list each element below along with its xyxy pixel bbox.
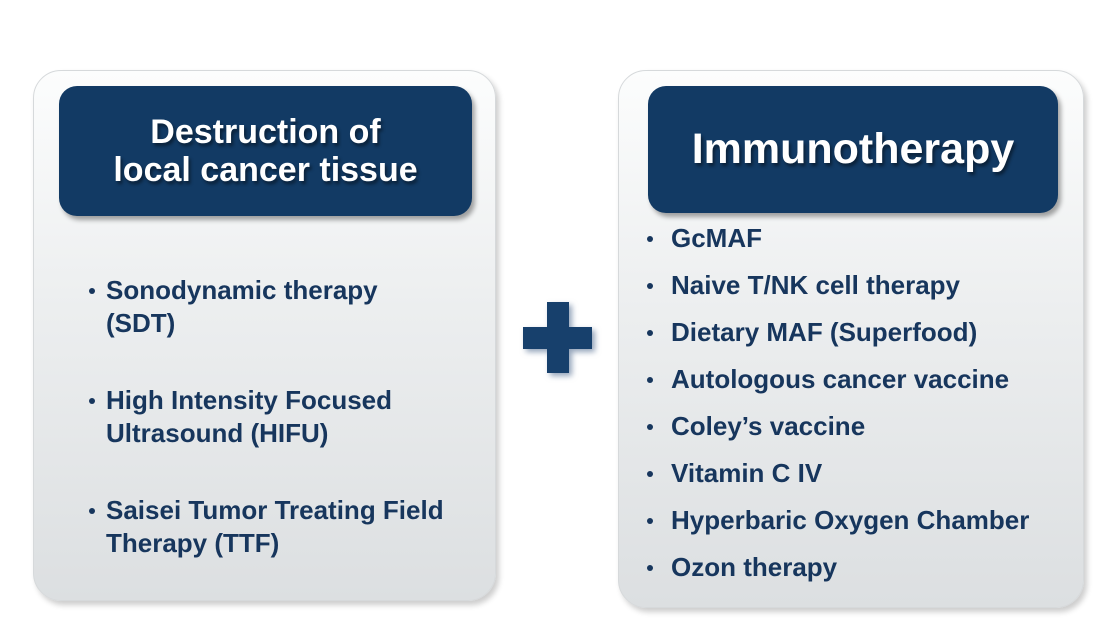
left-panel-title-line-2: local cancer tissue [113, 151, 418, 189]
list-item: High Intensity Focused Ultrasound (HIFU) [89, 384, 449, 450]
plus-icon-horizontal-bar [523, 327, 592, 349]
left-panel-title-line-1: Destruction of [150, 112, 381, 151]
list-item: GcMAF [647, 223, 1073, 254]
right-panel-title-text: Immunotherapy [691, 124, 1015, 173]
list-item: Coley’s vaccine [647, 411, 1073, 442]
right-panel-bullet-list: GcMAF Naive T/NK cell therapy Dietary MA… [647, 223, 1073, 599]
left-panel-title: Destruction of local cancer tissue [59, 86, 472, 216]
list-item: Sonodynamic therapy (SDT) [89, 274, 449, 340]
list-item: Vitamin C IV [647, 458, 1073, 489]
list-item: Naive T/NK cell therapy [647, 270, 1073, 301]
right-panel: Immunotherapy GcMAF Naive T/NK cell ther… [618, 70, 1084, 608]
list-item: Ozon therapy [647, 552, 1073, 583]
left-panel: Destruction of local cancer tissue Sonod… [33, 70, 496, 601]
list-item: Autologous cancer vaccine [647, 364, 1073, 395]
list-item: Dietary MAF (Superfood) [647, 317, 1073, 348]
list-item: Saisei Tumor Treating Field Therapy (TTF… [89, 494, 449, 560]
right-panel-title: Immunotherapy [648, 86, 1058, 213]
plus-icon [523, 302, 592, 373]
list-item: Hyperbaric Oxygen Chamber [647, 505, 1073, 536]
left-panel-bullet-list: Sonodynamic therapy (SDT) High Intensity… [89, 274, 449, 604]
